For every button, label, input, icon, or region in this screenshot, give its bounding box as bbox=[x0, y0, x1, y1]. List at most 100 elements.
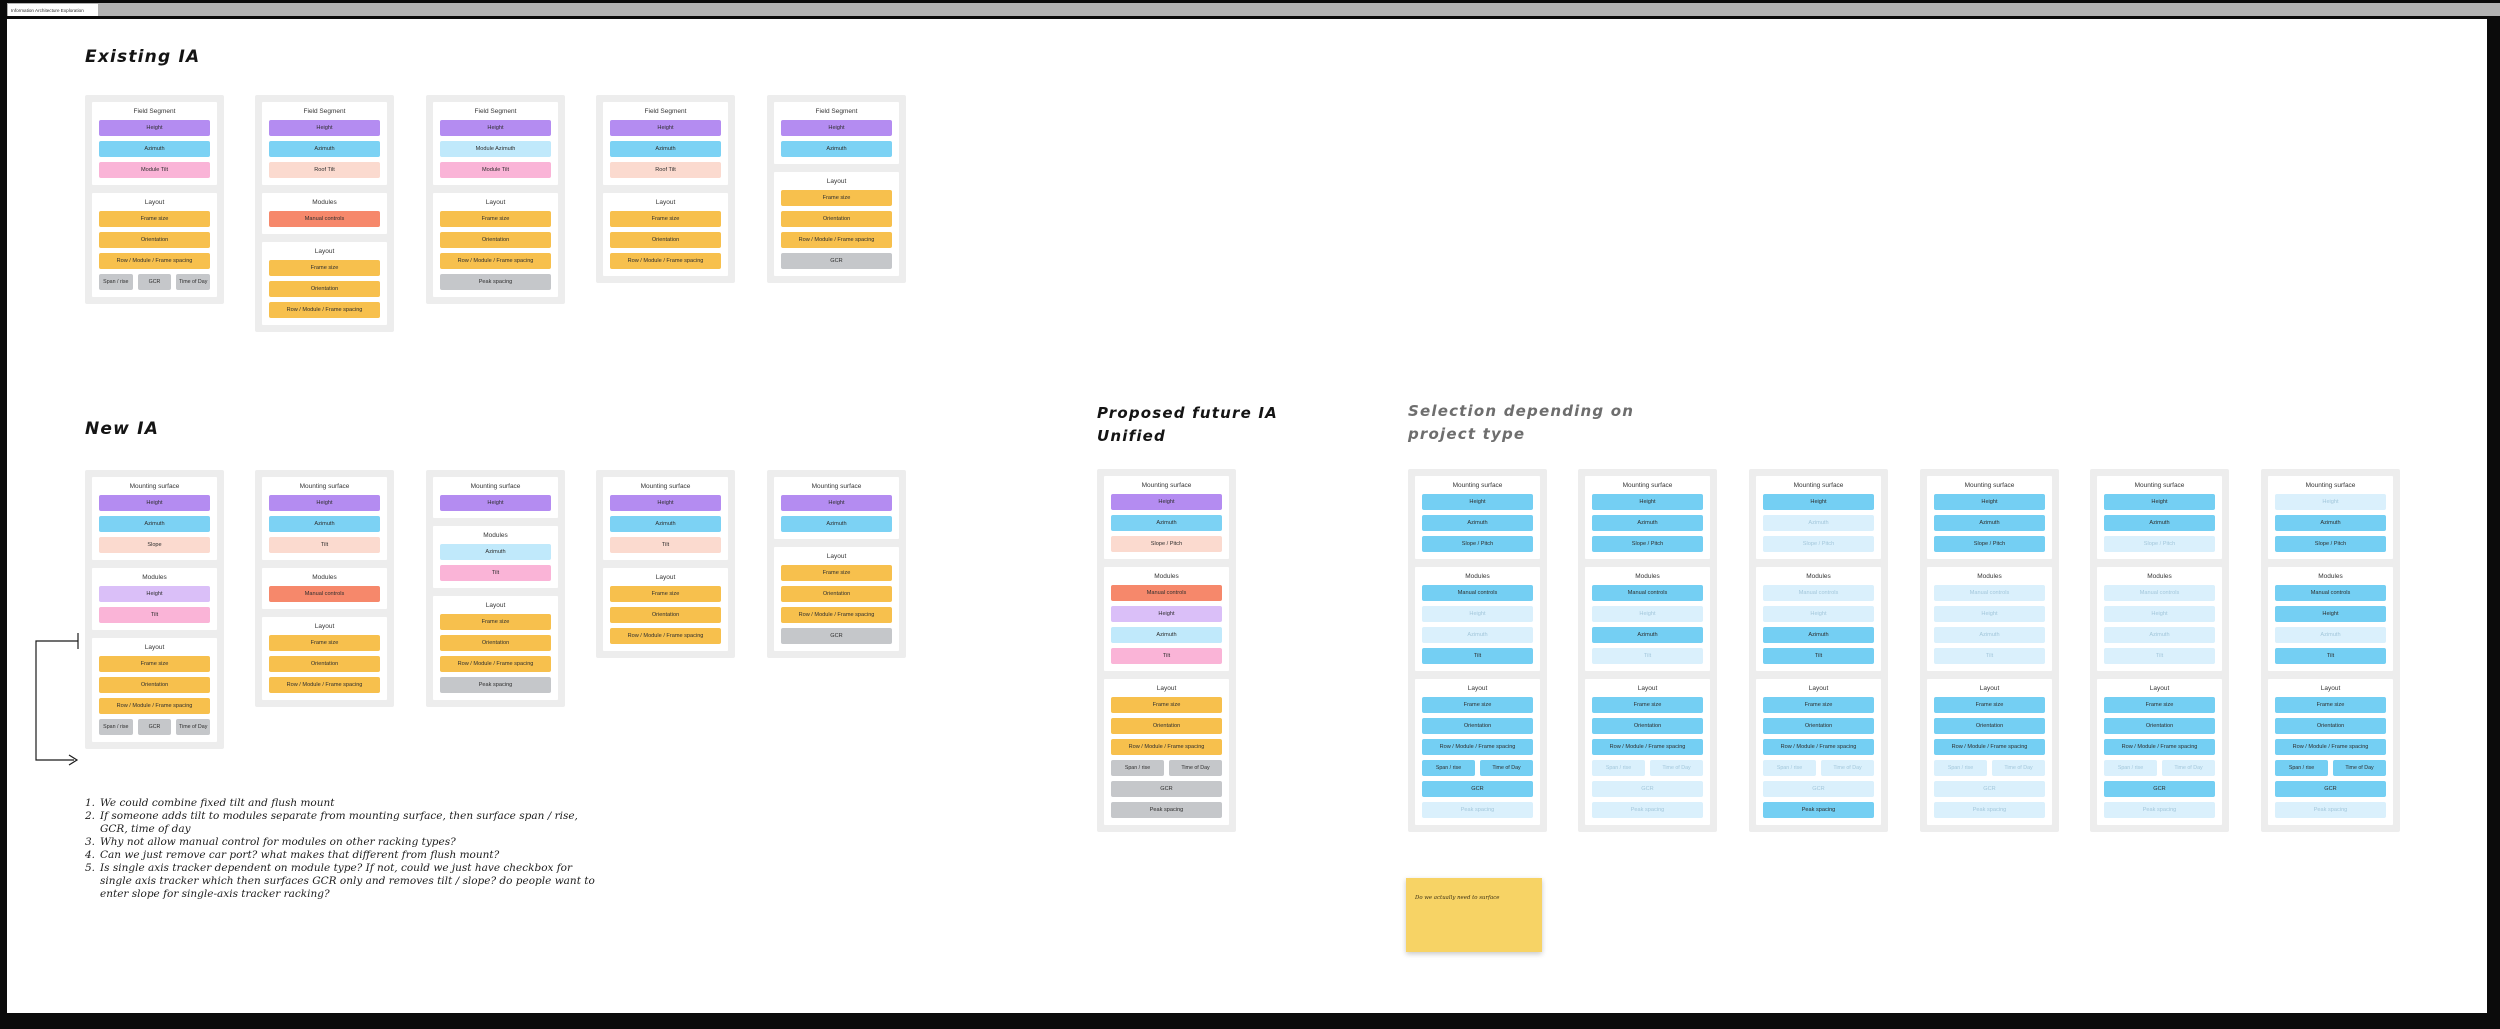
pill-slope-pitch[interactable]: Slope / Pitch bbox=[1763, 536, 1874, 552]
pill-manual-controls[interactable]: Manual controls bbox=[2104, 585, 2215, 601]
pill-slope-pitch[interactable]: Slope / Pitch bbox=[1934, 536, 2045, 552]
heading-proposed-future-ia[interactable]: Proposed future IA Unified bbox=[1097, 402, 1278, 447]
pill-tilt[interactable]: Tilt bbox=[1111, 648, 1222, 664]
pill-height[interactable]: Height bbox=[1422, 606, 1533, 622]
pill-tilt[interactable]: Tilt bbox=[2104, 648, 2215, 664]
pill-height[interactable]: Height bbox=[1111, 494, 1222, 510]
pill-tilt[interactable]: Tilt bbox=[99, 607, 210, 623]
pill-height[interactable]: Height bbox=[1422, 494, 1533, 510]
pill-gcr[interactable]: GCR bbox=[1422, 781, 1533, 797]
pill-row-module-frame-spacing[interactable]: Row / Module / Frame spacing bbox=[2275, 739, 2386, 755]
sticky-note[interactable]: Do we actually need to surface bbox=[1406, 878, 1542, 952]
pill-tilt[interactable]: Tilt bbox=[1763, 648, 1874, 664]
pill-row-module-frame-spacing[interactable]: Row / Module / Frame spacing bbox=[2104, 739, 2215, 755]
pill-gcr[interactable]: GCR bbox=[1763, 781, 1874, 797]
pill-span-rise[interactable]: Span / rise bbox=[2104, 760, 2157, 776]
pill-height[interactable]: Height bbox=[781, 495, 892, 511]
pill-module-tilt[interactable]: Module Tilt bbox=[99, 162, 210, 178]
pill-orientation[interactable]: Orientation bbox=[99, 677, 210, 693]
pill-tilt[interactable]: Tilt bbox=[1934, 648, 2045, 664]
pill-peak-spacing[interactable]: Peak spacing bbox=[2275, 802, 2386, 818]
pill-height[interactable]: Height bbox=[1763, 494, 1874, 510]
pill-time-of-day[interactable]: Time of Day bbox=[1992, 760, 2045, 776]
pill-span-rise[interactable]: Span / rise bbox=[1763, 760, 1816, 776]
pill-peak-spacing[interactable]: Peak spacing bbox=[440, 274, 551, 290]
pill-manual-controls[interactable]: Manual controls bbox=[1934, 585, 2045, 601]
pill-slope-pitch[interactable]: Slope / Pitch bbox=[1422, 536, 1533, 552]
pill-row-module-frame-spacing[interactable]: Row / Module / Frame spacing bbox=[781, 232, 892, 248]
pill-time-of-day[interactable]: Time of Day bbox=[1650, 760, 1703, 776]
heading-new-ia[interactable]: New IA bbox=[85, 419, 160, 439]
pill-peak-spacing[interactable]: Peak spacing bbox=[440, 677, 551, 693]
pill-height[interactable]: Height bbox=[610, 495, 721, 511]
pill-time-of-day[interactable]: Time of Day bbox=[1480, 760, 1533, 776]
pill-azimuth[interactable]: Azimuth bbox=[1934, 627, 2045, 643]
pill-span-rise[interactable]: Span / rise bbox=[99, 719, 133, 735]
pill-height[interactable]: Height bbox=[2275, 606, 2386, 622]
pill-azimuth[interactable]: Azimuth bbox=[99, 141, 210, 157]
pill-azimuth[interactable]: Azimuth bbox=[610, 141, 721, 157]
pill-azimuth[interactable]: Azimuth bbox=[1934, 515, 2045, 531]
pill-row-module-frame-spacing[interactable]: Row / Module / Frame spacing bbox=[1592, 739, 1703, 755]
pill-row-module-frame-spacing[interactable]: Row / Module / Frame spacing bbox=[610, 628, 721, 644]
pill-frame-size[interactable]: Frame size bbox=[99, 211, 210, 227]
pill-height[interactable]: Height bbox=[1934, 494, 2045, 510]
pill-tilt[interactable]: Tilt bbox=[440, 565, 551, 581]
pill-height[interactable]: Height bbox=[1111, 606, 1222, 622]
pill-height[interactable]: Height bbox=[2104, 494, 2215, 510]
pill-frame-size[interactable]: Frame size bbox=[269, 260, 380, 276]
pill-tilt[interactable]: Tilt bbox=[2275, 648, 2386, 664]
pill-slope[interactable]: Slope bbox=[99, 537, 210, 553]
pill-peak-spacing[interactable]: Peak spacing bbox=[1111, 802, 1222, 818]
pill-row-module-frame-spacing[interactable]: Row / Module / Frame spacing bbox=[440, 656, 551, 672]
pill-row-module-frame-spacing[interactable]: Row / Module / Frame spacing bbox=[269, 677, 380, 693]
pill-gcr[interactable]: GCR bbox=[1592, 781, 1703, 797]
pill-gcr[interactable]: GCR bbox=[781, 628, 892, 644]
pill-gcr[interactable]: GCR bbox=[781, 253, 892, 269]
pill-azimuth[interactable]: Azimuth bbox=[781, 141, 892, 157]
pill-row-module-frame-spacing[interactable]: Row / Module / Frame spacing bbox=[1934, 739, 2045, 755]
notes-list[interactable]: 1.We could combine fixed tilt and flush … bbox=[85, 797, 601, 901]
pill-row-module-frame-spacing[interactable]: Row / Module / Frame spacing bbox=[781, 607, 892, 623]
pill-gcr[interactable]: GCR bbox=[1111, 781, 1222, 797]
pill-row-module-frame-spacing[interactable]: Row / Module / Frame spacing bbox=[269, 302, 380, 318]
pill-frame-size[interactable]: Frame size bbox=[610, 211, 721, 227]
pill-azimuth[interactable]: Azimuth bbox=[1763, 627, 1874, 643]
pill-slope-pitch[interactable]: Slope / Pitch bbox=[2104, 536, 2215, 552]
pill-manual-controls[interactable]: Manual controls bbox=[1763, 585, 1874, 601]
pill-span-rise[interactable]: Span / rise bbox=[2275, 760, 2328, 776]
pill-height[interactable]: Height bbox=[610, 120, 721, 136]
pill-height[interactable]: Height bbox=[1763, 606, 1874, 622]
pill-time-of-day[interactable]: Time of Day bbox=[2162, 760, 2215, 776]
pill-frame-size[interactable]: Frame size bbox=[1111, 697, 1222, 713]
pill-height[interactable]: Height bbox=[440, 120, 551, 136]
pill-manual-controls[interactable]: Manual controls bbox=[269, 586, 380, 602]
pill-time-of-day[interactable]: Time of Day bbox=[176, 719, 211, 735]
pill-manual-controls[interactable]: Manual controls bbox=[1111, 585, 1222, 601]
pill-gcr[interactable]: GCR bbox=[1934, 781, 2045, 797]
pill-azimuth[interactable]: Azimuth bbox=[1763, 515, 1874, 531]
pill-orientation[interactable]: Orientation bbox=[440, 232, 551, 248]
pill-frame-size[interactable]: Frame size bbox=[1592, 697, 1703, 713]
pill-height[interactable]: Height bbox=[269, 120, 380, 136]
pill-span-rise[interactable]: Span / rise bbox=[99, 274, 133, 290]
pill-azimuth[interactable]: Azimuth bbox=[781, 516, 892, 532]
pill-azimuth[interactable]: Azimuth bbox=[99, 516, 210, 532]
pill-tilt[interactable]: Tilt bbox=[1422, 648, 1533, 664]
pill-orientation[interactable]: Orientation bbox=[781, 586, 892, 602]
pill-peak-spacing[interactable]: Peak spacing bbox=[1592, 802, 1703, 818]
window-tab[interactable]: Information Architecture Exploration bbox=[8, 4, 98, 16]
connector-arrow[interactable] bbox=[33, 630, 88, 770]
pill-orientation[interactable]: Orientation bbox=[610, 232, 721, 248]
pill-frame-size[interactable]: Frame size bbox=[610, 586, 721, 602]
pill-orientation[interactable]: Orientation bbox=[1592, 718, 1703, 734]
pill-manual-controls[interactable]: Manual controls bbox=[1592, 585, 1703, 601]
